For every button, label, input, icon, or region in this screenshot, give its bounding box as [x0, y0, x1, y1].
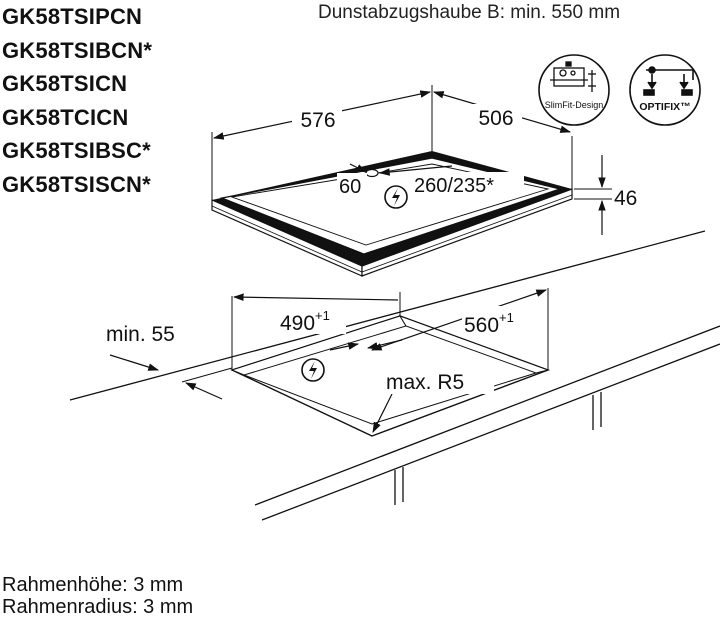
cable-offset-label: 60 [339, 176, 361, 198]
cutout-width-label: 490+1 [280, 308, 330, 335]
electrical-connection-icon [384, 185, 408, 209]
hob-height-label: 46 [614, 187, 637, 210]
min-edge-label: min. 55 [106, 323, 175, 346]
cable-entry [365, 168, 379, 178]
model-number: GK58TCICN [2, 104, 129, 130]
model-number: GK58TSIPCN [2, 4, 143, 29]
slimfit-label: SlimFit-Design [545, 100, 604, 110]
hob-width-label: 576 [300, 109, 335, 132]
optifix-icon [643, 66, 694, 96]
cable-distance-label: 260/235* [414, 175, 494, 197]
frame-height-note: Rahmenhöhe: 3 mm [2, 574, 184, 596]
frame-radius-note: Rahmenradius: 3 mm [2, 596, 194, 618]
model-number: GK58TSICN [2, 71, 128, 96]
slimfit-icon [550, 61, 596, 92]
cutout-depth-label: 560+1 [464, 310, 514, 337]
electrical-connection-icon [301, 358, 325, 382]
model-number: GK58TSIBSC* [2, 138, 151, 163]
hob [211, 151, 573, 277]
optifix-badge: OPTIFIX™ [629, 54, 701, 126]
slimfit-badge: SlimFit-Design [538, 54, 610, 126]
frame-notes: Rahmenhöhe: 3 mm Rahmenradius: 3 mm [2, 574, 193, 618]
model-number: GK58TSIBCN* [2, 37, 153, 63]
extractor-hood-note: Dunstabzugshaube B: min. 550 mm [318, 2, 621, 23]
model-number: GK58TSISCN* [2, 171, 151, 197]
optifix-label: OPTIFIX™ [639, 101, 690, 113]
hob-depth-label: 506 [478, 107, 513, 130]
max-radius-label: max. R5 [386, 371, 464, 394]
model-list: GK58TSIPCN GK58TSIBCN* GK58TSICN GK58TCI… [2, 0, 152, 201]
